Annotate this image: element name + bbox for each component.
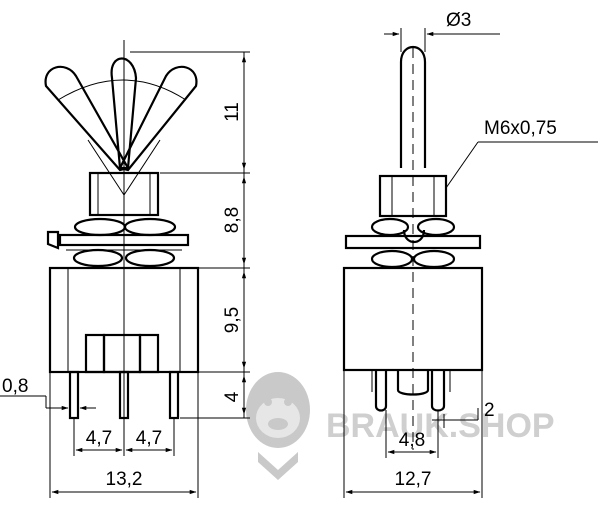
dim-bushing-height: 8,8 bbox=[222, 207, 243, 233]
dim-body-width-front: 13,2 bbox=[106, 469, 143, 490]
dim-lever-diameter: Ø3 bbox=[446, 10, 471, 31]
dim-side-pitch: 4,8 bbox=[399, 430, 425, 451]
dim-pitch-left: 4,7 bbox=[86, 428, 112, 449]
terminals-side bbox=[371, 370, 451, 412]
gorilla-logo-icon bbox=[246, 372, 310, 480]
dim-terminal-length: 4 bbox=[222, 391, 243, 402]
side-pitch-dimension: 4,8 bbox=[385, 410, 439, 458]
dim-terminal-width: 2 bbox=[484, 400, 495, 421]
dim-body-height: 9,5 bbox=[222, 307, 243, 333]
thread-callout: M6x0,75 bbox=[445, 118, 598, 189]
nut-stack bbox=[46, 217, 190, 268]
lever-fan bbox=[44, 57, 198, 196]
terminal-width-dimension: 2 bbox=[432, 400, 495, 428]
dim-lever-height: 11 bbox=[222, 102, 243, 122]
vertical-dimensions: 11 8,8 9,5 4 bbox=[130, 51, 250, 419]
horizontal-dimensions-front: 0,8 4,7 4,7 13,2 bbox=[0, 372, 199, 498]
dim-terminal-thickness: 0,8 bbox=[2, 376, 28, 397]
side-body-width-dimension: 12,7 bbox=[343, 370, 483, 498]
dim-thread: M6x0,75 bbox=[484, 118, 557, 139]
dim-pitch-right: 4,7 bbox=[136, 428, 162, 449]
front-view: 11 8,8 9,5 4 0,8 4,7 4,7 bbox=[0, 40, 250, 498]
watermark: BRAUK.SHOP bbox=[246, 372, 555, 480]
watermark-text: BRAUK.SHOP bbox=[326, 407, 555, 445]
side-view: Ø3 M6x0,75 bbox=[342, 10, 598, 498]
lever-side bbox=[399, 45, 427, 168]
dim-body-width-side: 12,7 bbox=[395, 469, 432, 490]
diameter-dimension: Ø3 bbox=[384, 10, 500, 52]
